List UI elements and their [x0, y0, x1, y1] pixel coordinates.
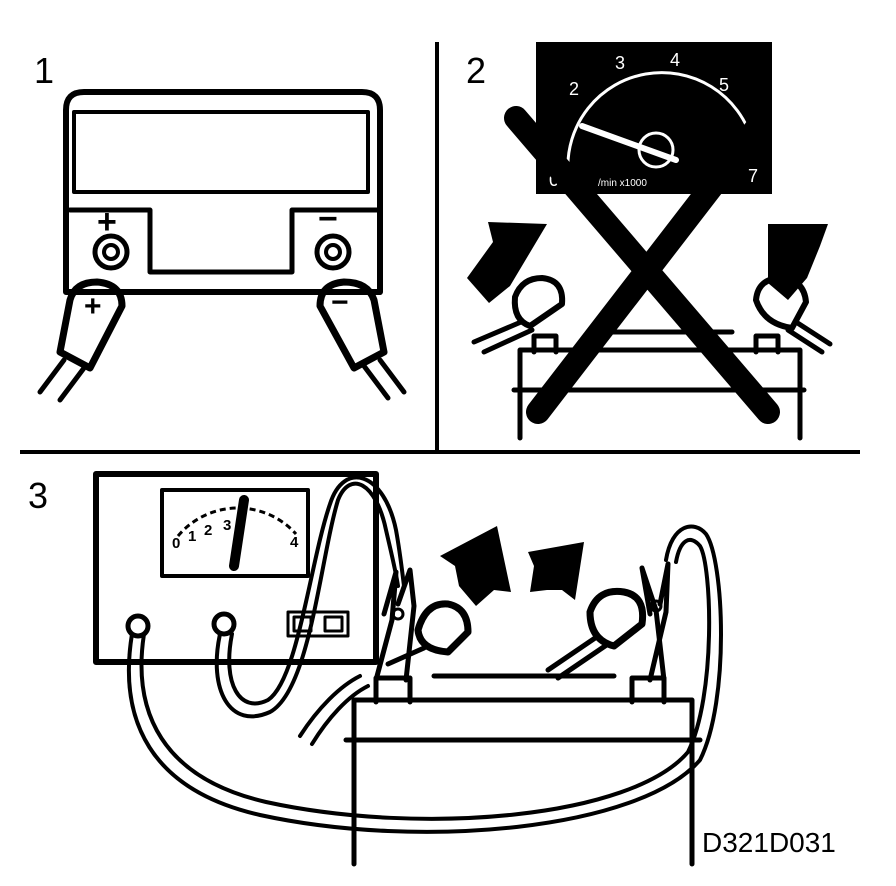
gauge-tick-7: 7 [748, 166, 758, 186]
gauge-tick-5: 5 [719, 75, 729, 95]
arrow-up-right [768, 224, 828, 300]
meter-tick-2: 2 [204, 522, 212, 539]
panel-2-warning: 0 2 3 4 5 7 /min x1000 [467, 42, 833, 441]
minus-sign: − [318, 200, 338, 238]
charger-switch [286, 610, 350, 638]
panel-number-1: 1 [34, 50, 54, 91]
gauge-tick-2: 2 [569, 79, 579, 99]
arrow-up-left [467, 222, 547, 303]
clamp-plus-sign: + [84, 290, 102, 323]
plus-sign: + [97, 203, 117, 241]
charger-box [93, 471, 379, 665]
meter-tick-0: 0 [172, 535, 180, 552]
meter-tick-3: 3 [223, 517, 231, 534]
meter-tick-1: 1 [188, 528, 196, 545]
arrow-3-left [440, 526, 511, 606]
panel-1-battery: + − + − [37, 89, 407, 403]
panel-number-2: 2 [466, 50, 486, 91]
panel-number-3: 3 [28, 475, 48, 516]
meter-tick-4: 4 [290, 534, 299, 551]
gauge-unit: /min x1000 [598, 178, 647, 189]
panel-3-charger: 0 1 2 3 4 [93, 471, 723, 867]
prohibition-cross-b [526, 112, 772, 424]
arrow-3-right [528, 542, 584, 600]
gauge-tick-3: 3 [615, 53, 625, 73]
charger-terminal-right [211, 611, 237, 637]
clamp-minus-sign: − [331, 286, 349, 319]
charger-cables [127, 475, 723, 834]
ammeter [160, 488, 310, 578]
charger-terminal-left [125, 613, 151, 639]
battery-body [351, 697, 695, 867]
gauge-tick-4: 4 [670, 50, 680, 70]
figure-code: D321D031 [702, 827, 836, 858]
